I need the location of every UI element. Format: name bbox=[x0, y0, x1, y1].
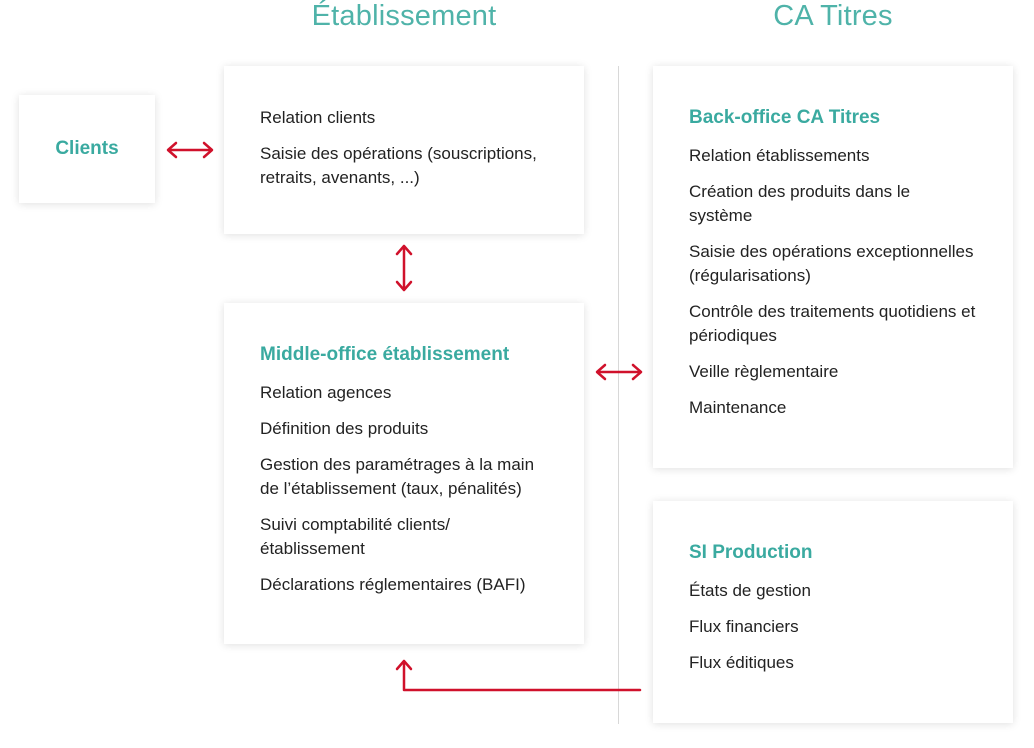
back-office-list: Relation établissements Création des pro… bbox=[689, 144, 977, 420]
list-item: États de gestion bbox=[689, 581, 811, 600]
clients-etablissement-arrow-icon bbox=[166, 141, 214, 159]
list-item: Suivi comptabilité clients/établissement bbox=[260, 515, 450, 558]
list-item: Flux financiers bbox=[689, 617, 799, 636]
list-item: Déclarations réglementaires (BAFI) bbox=[260, 575, 526, 594]
clients-label: Clients bbox=[55, 138, 119, 159]
etablissement-middle-office-arrow-icon bbox=[395, 244, 413, 292]
si-production-heading: SI Production bbox=[689, 542, 813, 563]
back-office-box: Back-office CA Titres Relation établisse… bbox=[653, 66, 1013, 468]
list-item: Relation agences bbox=[260, 383, 392, 402]
middle-office-box: Middle-office établissement Relation age… bbox=[224, 303, 584, 644]
si-production-box: SI Production États de gestion Flux fina… bbox=[653, 501, 1013, 723]
back-office-heading: Back-office CA Titres bbox=[689, 107, 881, 128]
list-item: Maintenance bbox=[689, 398, 787, 417]
list-item: Veille règlementaire bbox=[689, 362, 839, 381]
list-item: Flux éditiques bbox=[689, 653, 794, 672]
etablissement-box: Relation clients Saisie des opérations (… bbox=[224, 66, 584, 234]
middle-office-list: Relation agences Définition des produits… bbox=[260, 381, 548, 597]
clients-box: Clients bbox=[19, 95, 155, 203]
si-production-list: États de gestion Flux financiers Flux éd… bbox=[689, 579, 977, 675]
si-production-middle-office-arrow-icon bbox=[395, 659, 642, 692]
list-item: Saisie des opérations exceptionnelles (r… bbox=[689, 242, 974, 285]
middle-office-heading: Middle-office établissement bbox=[260, 344, 510, 365]
ca-titres-column-title: CA Titres bbox=[773, 0, 893, 32]
list-item: Saisie des opérations (souscriptions, re… bbox=[260, 144, 537, 187]
list-item: Création des produits dans le système bbox=[689, 182, 911, 225]
list-item: Contrôle des traitements quotidiens et p… bbox=[689, 302, 976, 345]
list-item: Relation clients bbox=[260, 108, 376, 127]
list-item: Définition des produits bbox=[260, 419, 429, 438]
etablissement-column-title: Établissement bbox=[311, 0, 497, 32]
middle-office-back-office-arrow-icon bbox=[595, 363, 643, 381]
list-item: Relation établissements bbox=[689, 146, 870, 165]
etablissement-list: Relation clients Saisie des opérations (… bbox=[260, 106, 548, 190]
list-item: Gestion des paramétrages à la main de l’… bbox=[260, 455, 535, 498]
column-divider bbox=[618, 66, 619, 724]
